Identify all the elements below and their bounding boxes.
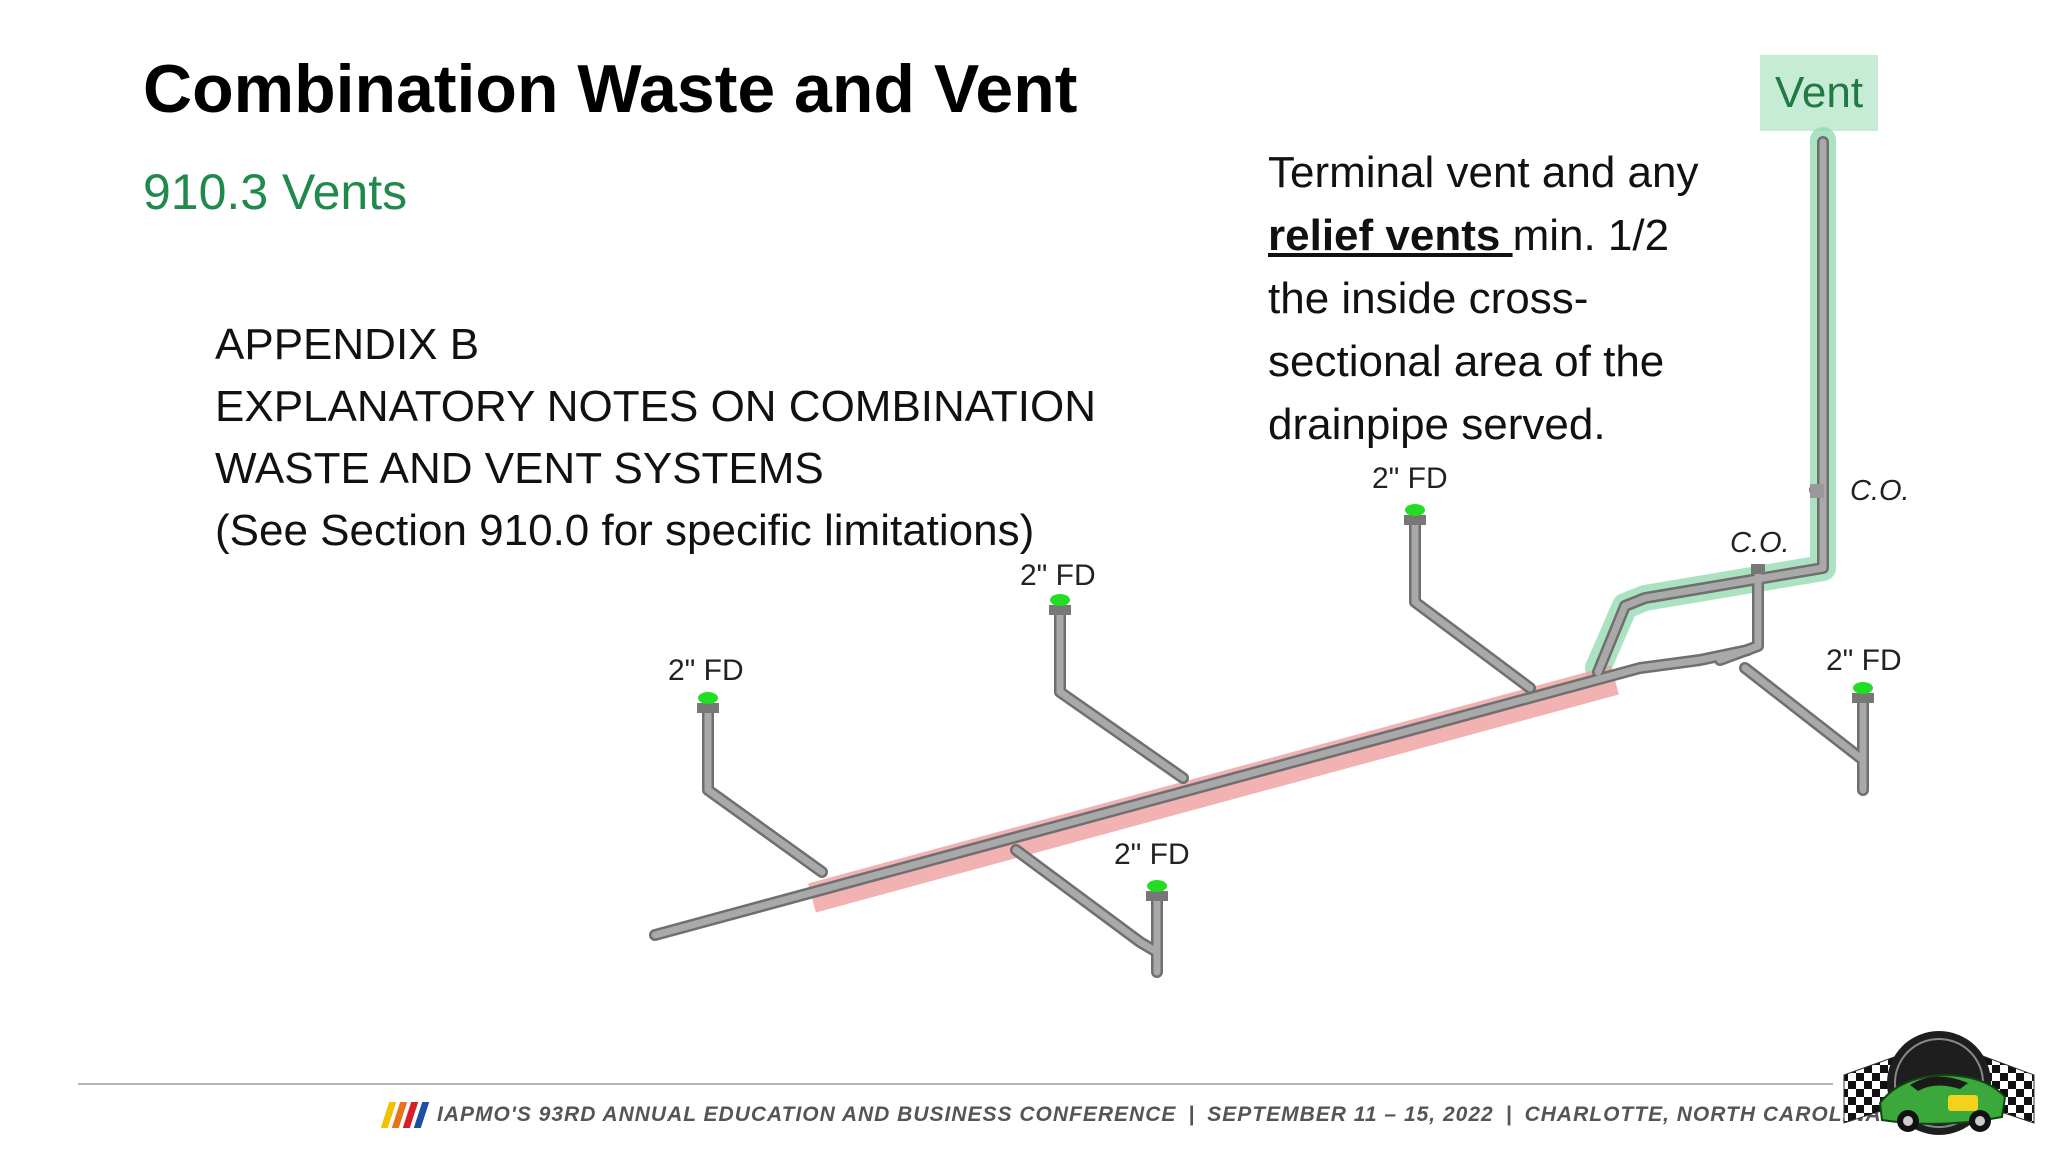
note-line: relief vents min. 1/2 bbox=[1268, 204, 1828, 267]
footer: IAPMO'S 93RD ANNUAL EDUCATION AND BUSINE… bbox=[380, 1100, 1882, 1130]
cleanout-label: C.O. bbox=[1730, 527, 1790, 559]
appendix-line: EXPLANATORY NOTES ON COMBINATION bbox=[215, 382, 1096, 431]
cleanout-icon bbox=[1810, 484, 1824, 498]
appendix-line: WASTE AND VENT SYSTEMS bbox=[215, 444, 824, 493]
fd-label: 2" FD bbox=[1372, 462, 1448, 495]
floor-drain-icon bbox=[1852, 682, 1874, 703]
footer-location: CHARLOTTE, NORTH CAROLINA bbox=[1524, 1103, 1882, 1126]
footer-dates: SEPTEMBER 11 – 15, 2022 bbox=[1207, 1103, 1494, 1126]
pipes bbox=[649, 136, 1869, 978]
footer-separator: | bbox=[1505, 1103, 1513, 1126]
appendix-text: APPENDIX B EXPLANATORY NOTES ON COMBINAT… bbox=[215, 314, 1096, 562]
footer-separator: | bbox=[1188, 1103, 1196, 1126]
fd-label: 2" FD bbox=[668, 654, 744, 687]
stripes-icon bbox=[380, 1102, 430, 1128]
note-line-rest: min. 1/2 bbox=[1512, 211, 1670, 260]
appendix-line: APPENDIX B bbox=[215, 320, 480, 369]
vent-label: Vent bbox=[1760, 55, 1878, 131]
fd-label: 2" FD bbox=[1020, 559, 1096, 592]
floor-drain-icon bbox=[697, 692, 719, 713]
note-line: the inside cross- bbox=[1268, 274, 1589, 323]
cleanouts bbox=[1751, 484, 1824, 574]
conference-logo bbox=[1843, 1031, 2035, 1135]
floor-drain-icon bbox=[1146, 880, 1168, 901]
vent-note: Terminal vent and any relief vents min. … bbox=[1268, 141, 1828, 456]
footer-conference: IAPMO'S 93RD ANNUAL EDUCATION AND BUSINE… bbox=[437, 1103, 1177, 1126]
note-line: Terminal vent and any bbox=[1268, 148, 1699, 197]
floor-drain-icon bbox=[1049, 594, 1071, 615]
floor-drain-icon bbox=[1404, 504, 1426, 525]
appendix-line: (See Section 910.0 for specific limitati… bbox=[215, 506, 1035, 555]
cleanout-icon bbox=[1751, 564, 1765, 574]
slide-title: Combination Waste and Vent bbox=[143, 51, 1078, 127]
note-line: drainpipe served. bbox=[1268, 400, 1606, 449]
cleanout-label: C.O. bbox=[1850, 475, 1910, 507]
floor-drains bbox=[697, 504, 1874, 901]
fd-label: 2" FD bbox=[1826, 644, 1902, 677]
footer-divider bbox=[78, 1083, 1833, 1085]
slide-subtitle: 910.3 Vents bbox=[143, 164, 408, 220]
note-line: sectional area of the bbox=[1268, 337, 1665, 386]
diagram-labels: 2" FD 2" FD 2" FD 2" FD 2" FD C.O. C.O. bbox=[668, 462, 1910, 871]
note-emphasis: relief vents bbox=[1268, 211, 1513, 260]
fd-label: 2" FD bbox=[1114, 838, 1190, 871]
